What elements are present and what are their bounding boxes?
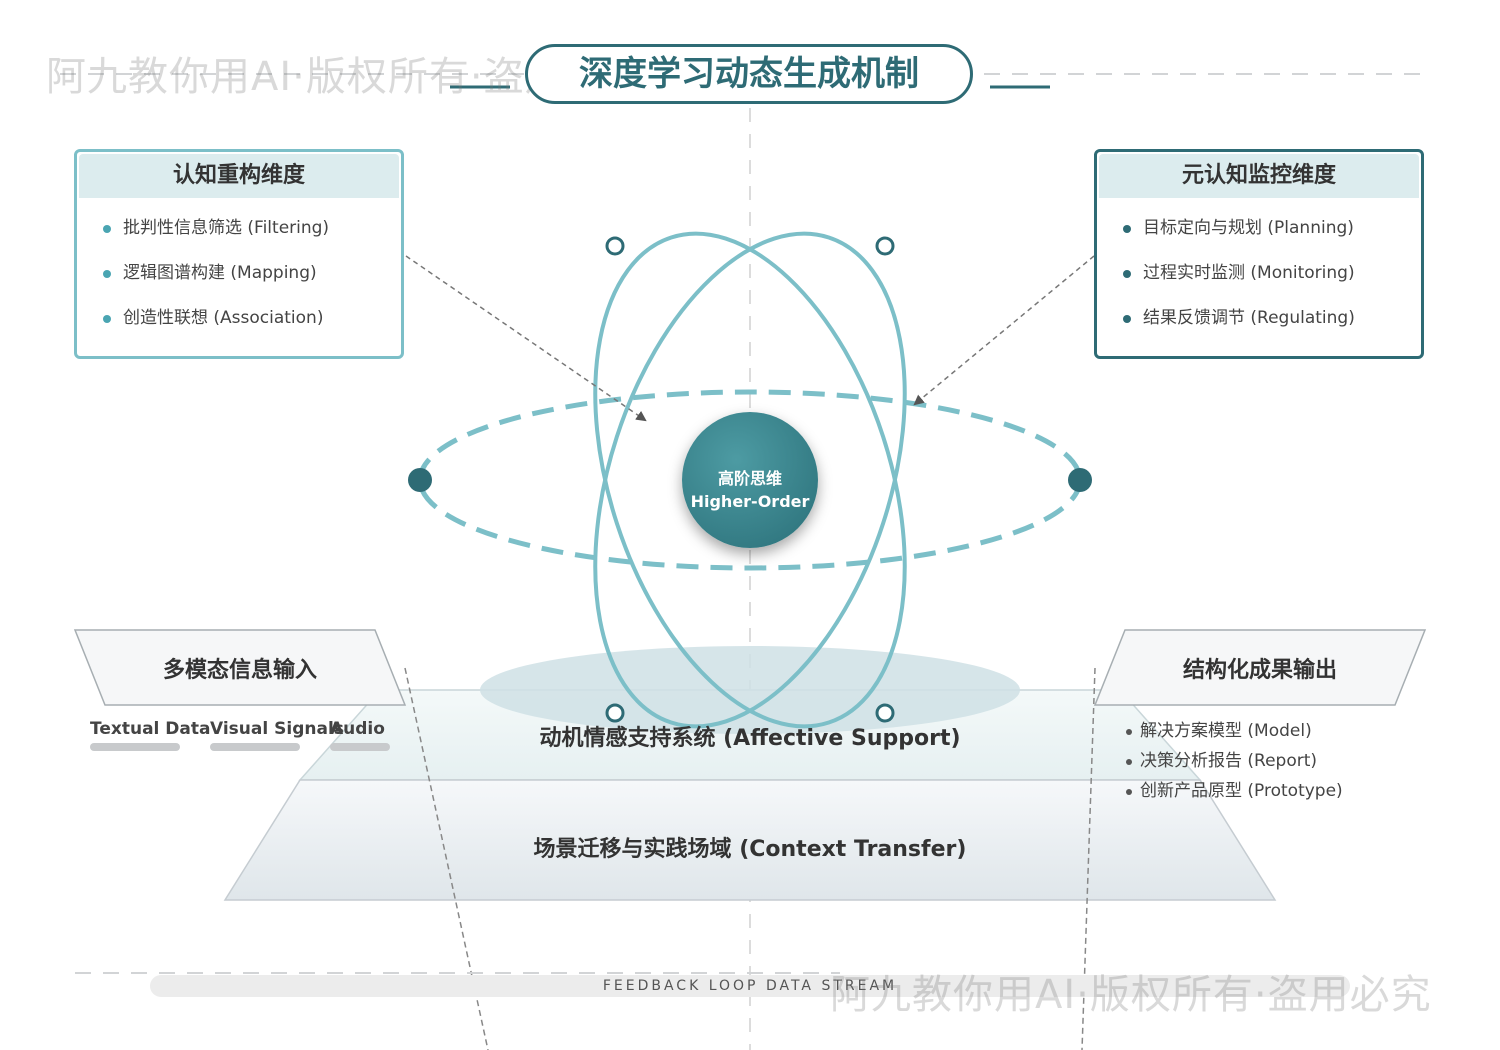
orbit-node-top-left bbox=[605, 236, 625, 256]
orbit-node-top-right bbox=[875, 236, 895, 256]
cognitive-connector-arrow bbox=[405, 255, 647, 422]
tilted-orbit-left bbox=[593, 231, 907, 729]
orbit-node-right bbox=[1068, 468, 1092, 492]
output-item: 决策分析报告 (Report) bbox=[1124, 746, 1343, 776]
metacognitive-item: 目标定向与规划 (Planning) bbox=[1121, 206, 1421, 251]
cognitive-item: 批判性信息筛选 (Filtering) bbox=[101, 206, 401, 251]
cognitive-item: 逻辑图谱构建 (Mapping) bbox=[101, 251, 401, 296]
signal-label-audio: Audio bbox=[330, 719, 385, 739]
core-label-en: Higher-Order bbox=[690, 492, 810, 511]
output-item: 创新产品原型 (Prototype) bbox=[1124, 776, 1343, 806]
metacognitive-panel-title: 元认知监控维度 bbox=[1099, 154, 1419, 198]
input-title: 多模态信息输入 bbox=[162, 658, 317, 683]
metacognitive-list: 目标定向与规划 (Planning) 过程实时监测 (Monitoring) 结… bbox=[1097, 198, 1421, 341]
metacognitive-connector-arrow bbox=[913, 255, 1095, 406]
context-layer-label: 场景迁移与实践场域 (Context Transfer) bbox=[533, 837, 967, 862]
cognitive-list: 批判性信息筛选 (Filtering) 逻辑图谱构建 (Mapping) 创造性… bbox=[77, 198, 401, 341]
signal-label-textual: Textual Data bbox=[90, 719, 211, 739]
context-layer-plane bbox=[223, 779, 1277, 901]
cognitive-panel-title: 认知重构维度 bbox=[79, 154, 399, 198]
feedback-stream-label: FEEDBACK LOOP DATA STREAM bbox=[602, 978, 898, 994]
cognitive-item: 创造性联想 (Association) bbox=[101, 296, 401, 341]
output-guide-line bbox=[1081, 667, 1096, 1050]
affective-layer-label: 动机情感支持系统 (Affective Support) bbox=[539, 726, 961, 751]
feedback-stream-bar bbox=[150, 975, 1350, 997]
metacognitive-item: 过程实时监测 (Monitoring) bbox=[1121, 251, 1421, 296]
cognitive-panel: 认知重构维度 批判性信息筛选 (Filtering) 逻辑图谱构建 (Mappi… bbox=[74, 149, 404, 359]
metacognitive-panel: 元认知监控维度 目标定向与规划 (Planning) 过程实时监测 (Monit… bbox=[1094, 149, 1424, 359]
input-tab-shape bbox=[73, 629, 407, 706]
core-node: 高阶思维 Higher-Order bbox=[682, 412, 818, 548]
output-tab-shape bbox=[1093, 629, 1427, 706]
watermark-bottom: 阿九教你用AI·版权所有·盗用必究 bbox=[830, 972, 1432, 1018]
orbit-node-left bbox=[408, 468, 432, 492]
orbit-node-bottom-left bbox=[605, 703, 625, 723]
signal-bar-audio bbox=[330, 743, 390, 751]
output-title: 结构化成果输出 bbox=[1182, 658, 1337, 683]
tilted-orbit-right bbox=[593, 231, 907, 729]
signal-bar-textual bbox=[90, 743, 180, 751]
signal-bar-visual bbox=[210, 743, 300, 751]
orbit-node-bottom-right bbox=[875, 703, 895, 723]
output-list: 解决方案模型 (Model) 决策分析报告 (Report) 创新产品原型 (P… bbox=[1124, 716, 1343, 806]
page-title: 深度学习动态生成机制 bbox=[525, 44, 973, 104]
core-label-cn: 高阶思维 bbox=[717, 469, 782, 488]
signal-label-visual: Visual Signals bbox=[210, 719, 344, 739]
output-item: 解决方案模型 (Model) bbox=[1124, 716, 1343, 746]
metacognitive-item: 结果反馈调节 (Regulating) bbox=[1121, 296, 1421, 341]
